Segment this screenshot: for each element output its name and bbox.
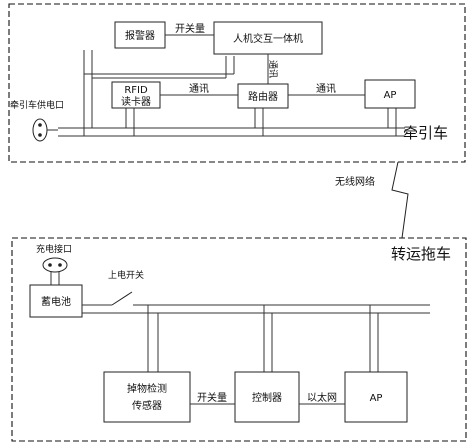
trailer-title: 转运拖车 <box>391 245 451 263</box>
alarm-box <box>114 21 166 49</box>
wireless-label: 无线网络 <box>335 175 375 188</box>
battery-box <box>29 284 83 318</box>
alarm-label: 报警器 <box>125 29 155 42</box>
router-box <box>237 83 289 109</box>
alarm-hmi-link-label: 开关量 <box>175 22 205 35</box>
sensor-label-line1: 掉物检测 <box>127 382 167 395</box>
charge-port-icon <box>42 257 68 273</box>
tractor-power-port-icon <box>32 118 48 142</box>
rfid-router-link-label: 通讯 <box>189 83 209 95</box>
hmi-router-link-label: 通讯 <box>267 60 278 78</box>
tractor-ap-label: AP <box>384 90 397 101</box>
power-switch-icon <box>111 291 133 306</box>
controller-ap-link-label: 以太网 <box>307 391 337 404</box>
tractor-power-port-label: 牵引车供电口 <box>10 99 64 111</box>
trailer-ap-label: AP <box>370 393 383 404</box>
tractor-boundary <box>8 3 466 163</box>
sensor-label-line2: 传感器 <box>132 399 162 412</box>
rfid-label-line2: 读卡器 <box>121 95 151 108</box>
controller-label: 控制器 <box>252 391 282 404</box>
charge-port-label: 充电接口 <box>36 243 72 255</box>
sensor-controller-link-label: 开关量 <box>197 391 227 404</box>
trailer-boundary <box>11 237 467 442</box>
battery-label: 蓄电池 <box>41 295 71 308</box>
power-switch-label: 上电开关 <box>108 269 144 281</box>
tractor-title: 牵引车 <box>403 124 448 142</box>
router-label: 路由器 <box>248 90 278 103</box>
wireless-link-icon <box>391 161 409 239</box>
trailer-ap-box <box>344 371 408 423</box>
router-ap-link-label: 通讯 <box>316 83 336 95</box>
tractor-ap-box <box>364 79 416 109</box>
hmi-label: 人机交互一体机 <box>233 32 303 45</box>
sensor-box <box>103 371 191 423</box>
controller-box <box>234 371 300 423</box>
rfid-label-line1: RFID <box>124 85 148 96</box>
